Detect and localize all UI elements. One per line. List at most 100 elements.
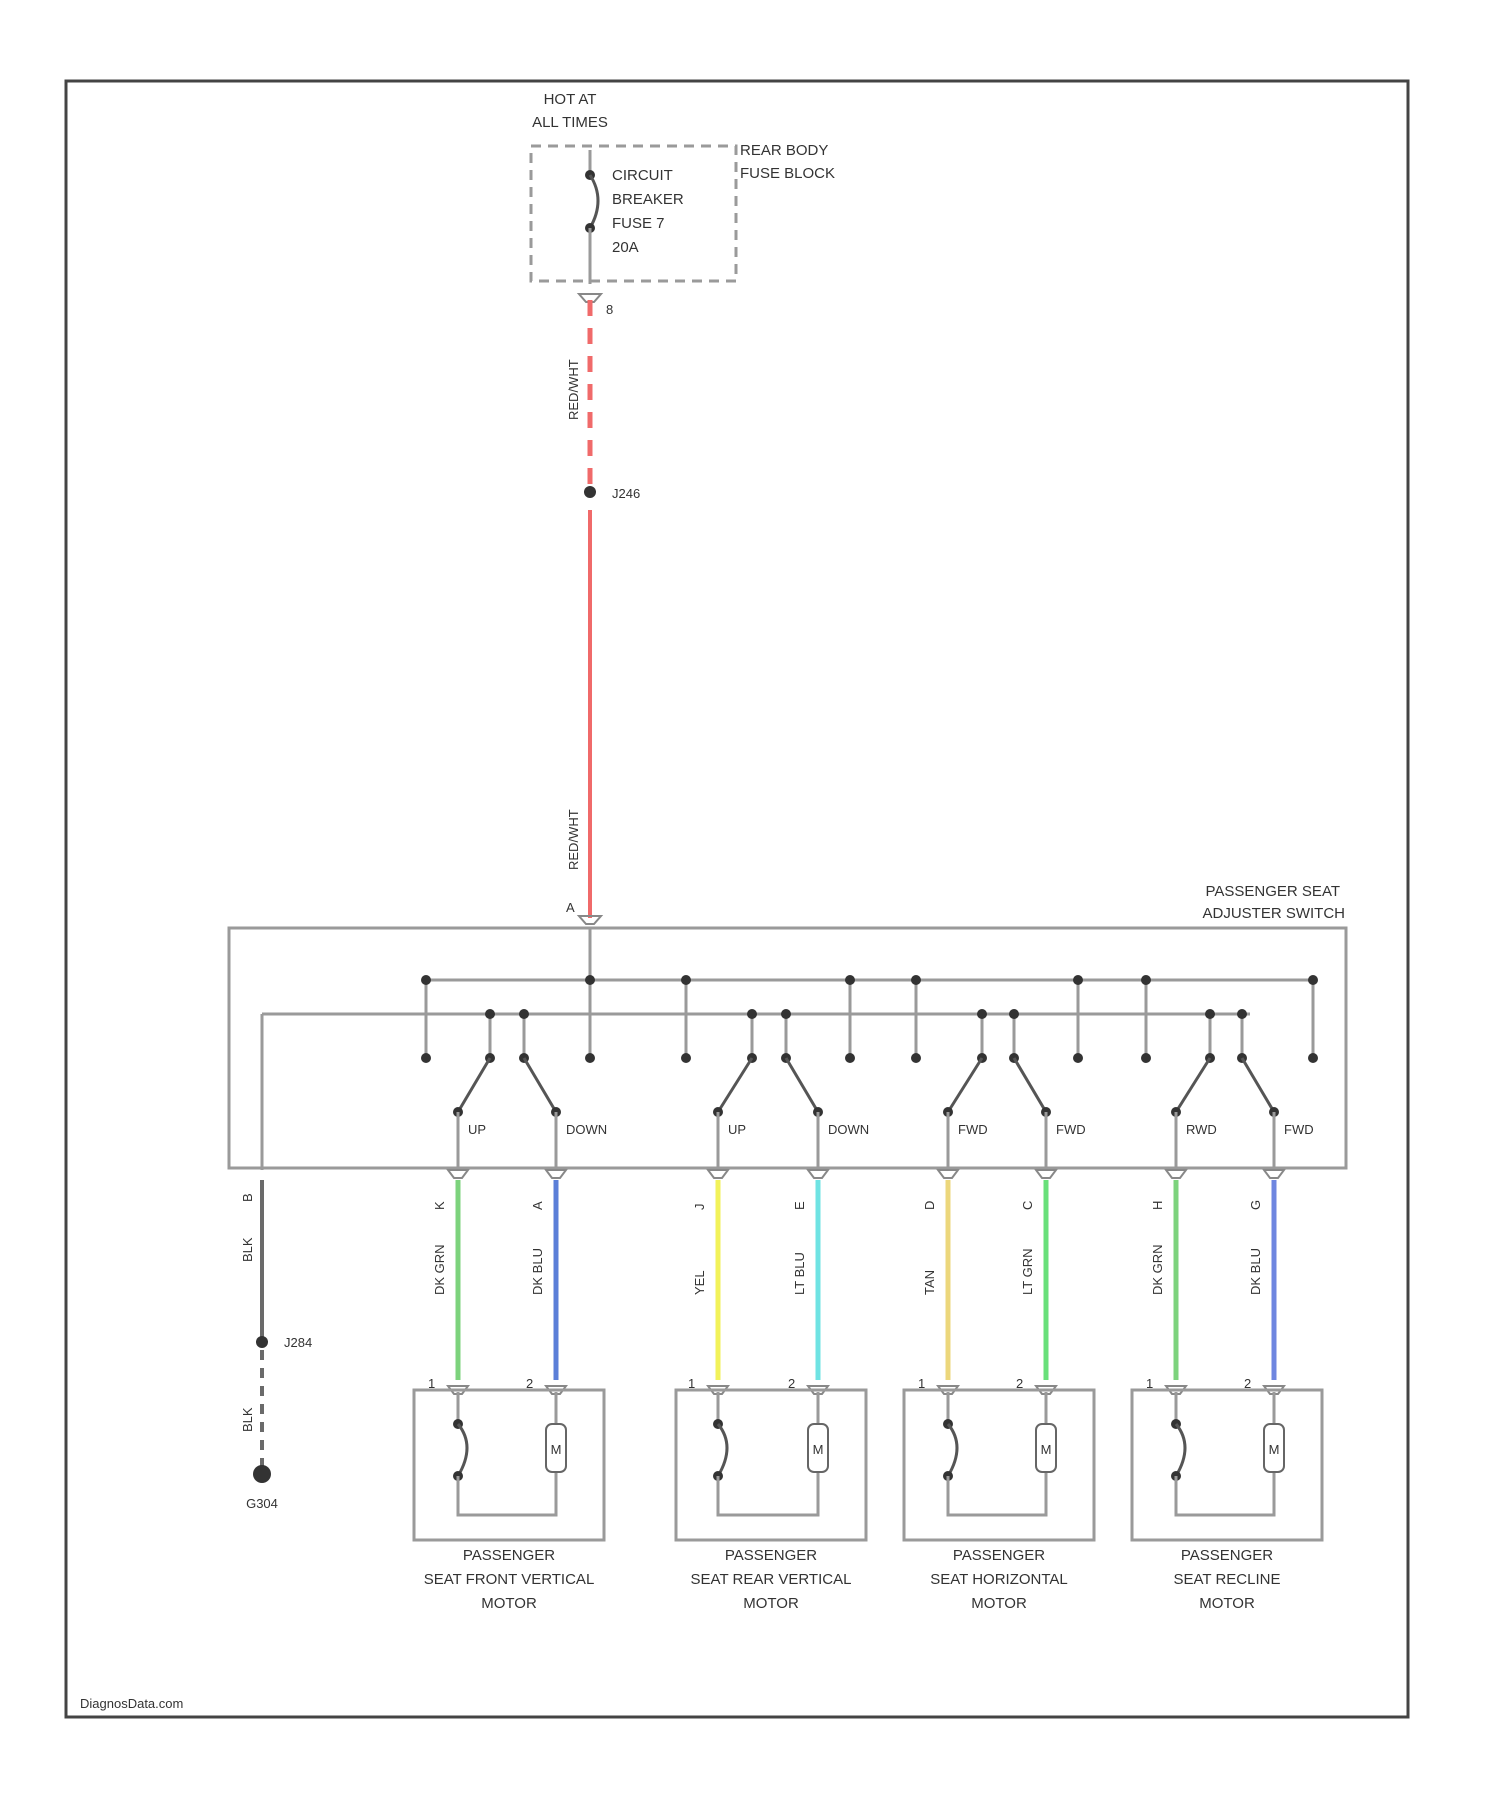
fuse-block-pin: 8: [606, 302, 613, 317]
wire-connector-top: [1036, 1170, 1056, 1178]
switch-ground-node: [1009, 1009, 1019, 1019]
switch-bplus-terminal: [1141, 1053, 1151, 1063]
motor-name-label: SEAT FRONT VERTICAL: [424, 1571, 595, 1588]
motor-name-label: SEAT REAR VERTICAL: [691, 1571, 852, 1588]
switch-position-label: UP: [468, 1122, 486, 1137]
ground-point: [253, 1465, 271, 1483]
motor-breaker-contact: [1176, 1424, 1185, 1476]
motor-name-label: SEAT RECLINE: [1174, 1571, 1281, 1588]
motor-box: [414, 1390, 604, 1540]
switch-bus-node: [1141, 975, 1151, 985]
switch-blade: [458, 1058, 490, 1112]
switch-bus-node: [585, 975, 595, 985]
hot-label-line1: HOT AT: [544, 91, 597, 108]
ground-label: G304: [246, 1496, 278, 1511]
switch-bus-node: [1308, 975, 1318, 985]
switch-feed-pin: A: [566, 900, 575, 915]
switch-blade: [718, 1058, 752, 1112]
motor-internal-loop: [718, 1472, 818, 1515]
motor-name-label: PASSENGER: [463, 1547, 555, 1564]
switch-name-line1: PASSENGER SEAT: [1206, 883, 1340, 900]
wire-pin-label: A: [530, 1201, 545, 1210]
switch-ground-node: [977, 1009, 987, 1019]
motor-units: M PASSENGER SEAT FRONT VERTICAL MOTOR M PASSE…: [414, 1390, 1322, 1612]
switch-ground-node: [519, 1009, 529, 1019]
switch-bus-node: [1073, 975, 1083, 985]
breaker-label-line3: FUSE 7: [612, 215, 665, 232]
switch-position-label: DOWN: [566, 1122, 607, 1137]
switch-bus-node: [845, 975, 855, 985]
motor-internal-loop: [458, 1472, 556, 1515]
wire-connector-top: [1264, 1170, 1284, 1178]
motor-symbol-label: M: [1041, 1442, 1052, 1457]
motor-name-label: PASSENGER: [725, 1547, 817, 1564]
splice-j246: [584, 486, 596, 498]
motor-internal-loop: [948, 1472, 1046, 1515]
watermark: DiagnosData.com: [80, 1696, 183, 1711]
wire-pin-label: K: [432, 1201, 447, 1210]
motor-name-label: PASSENGER: [1181, 1547, 1273, 1564]
wire-connector-top: [1166, 1170, 1186, 1178]
wire-pin-label: G: [1248, 1200, 1263, 1210]
wire-connector-top: [808, 1170, 828, 1178]
wire-color-label: YEL: [692, 1270, 707, 1295]
motor-box: [1132, 1390, 1322, 1540]
switch-blade: [786, 1058, 818, 1112]
switch-bplus-terminal: [585, 1053, 595, 1063]
feed-wire-label-lower: RED/WHT: [566, 809, 581, 870]
motor-breaker-contact: [948, 1424, 957, 1476]
motor-box: [904, 1390, 1094, 1540]
switch-blade: [524, 1058, 556, 1112]
switch-contacts: [421, 975, 1318, 1170]
switch-position-label: FWD: [1284, 1122, 1314, 1137]
switch-position-label: FWD: [1056, 1122, 1086, 1137]
wire-pin-label: D: [922, 1201, 937, 1210]
splice-j246-label: J246: [612, 486, 640, 501]
fuse-block-name-line2: FUSE BLOCK: [740, 165, 835, 182]
wire-pin-label: C: [1020, 1201, 1035, 1210]
wire-color-label: DK GRN: [1150, 1244, 1165, 1295]
switch-position-label: RWD: [1186, 1122, 1217, 1137]
motor-box: [676, 1390, 866, 1540]
wire-connector-top: [546, 1170, 566, 1178]
ground-lower-wire-label: BLK: [240, 1407, 255, 1432]
switch-ground-node: [1237, 1009, 1247, 1019]
motor-name-label: PASSENGER: [953, 1547, 1045, 1564]
switch-blade: [948, 1058, 982, 1112]
switch-bplus-terminal: [911, 1053, 921, 1063]
motor-breaker-contact: [718, 1424, 727, 1476]
switch-bplus-terminal: [845, 1053, 855, 1063]
wire-pin-label: J: [692, 1204, 707, 1211]
switch-bus-node: [421, 975, 431, 985]
motor-name-label: MOTOR: [1199, 1595, 1255, 1612]
wire-color-label: DK BLU: [530, 1248, 545, 1295]
wire-color-label: DK BLU: [1248, 1248, 1263, 1295]
feed-wire-label-upper: RED/WHT: [566, 359, 581, 420]
switch-bplus-terminal: [421, 1053, 431, 1063]
wire-pin-label: E: [792, 1201, 807, 1210]
fuse-block-name-line1: REAR BODY: [740, 142, 828, 159]
breaker-label-line1: CIRCUIT: [612, 167, 673, 184]
switch-ground-node: [781, 1009, 791, 1019]
motor-symbol-label: M: [551, 1442, 562, 1457]
switch-position-label: FWD: [958, 1122, 988, 1137]
wire-color-label: DK GRN: [432, 1244, 447, 1295]
wire-color-label: TAN: [922, 1270, 937, 1295]
switch-ground-node: [1205, 1009, 1215, 1019]
motor-symbol-label: M: [1269, 1442, 1280, 1457]
hot-label-line2: ALL TIMES: [532, 114, 608, 131]
ground-wire-pin: B: [240, 1193, 255, 1202]
switch-ground-node: [747, 1009, 757, 1019]
motor-name-label: MOTOR: [481, 1595, 537, 1612]
switch-bplus-terminal: [1308, 1053, 1318, 1063]
wire-connector-top: [708, 1170, 728, 1178]
switch-bplus-terminal: [1073, 1053, 1083, 1063]
switch-bus-node: [911, 975, 921, 985]
switch-blade: [1176, 1058, 1210, 1112]
switch-position-label: DOWN: [828, 1122, 869, 1137]
switch-ground-node: [485, 1009, 495, 1019]
motor-breaker-contact: [458, 1424, 467, 1476]
